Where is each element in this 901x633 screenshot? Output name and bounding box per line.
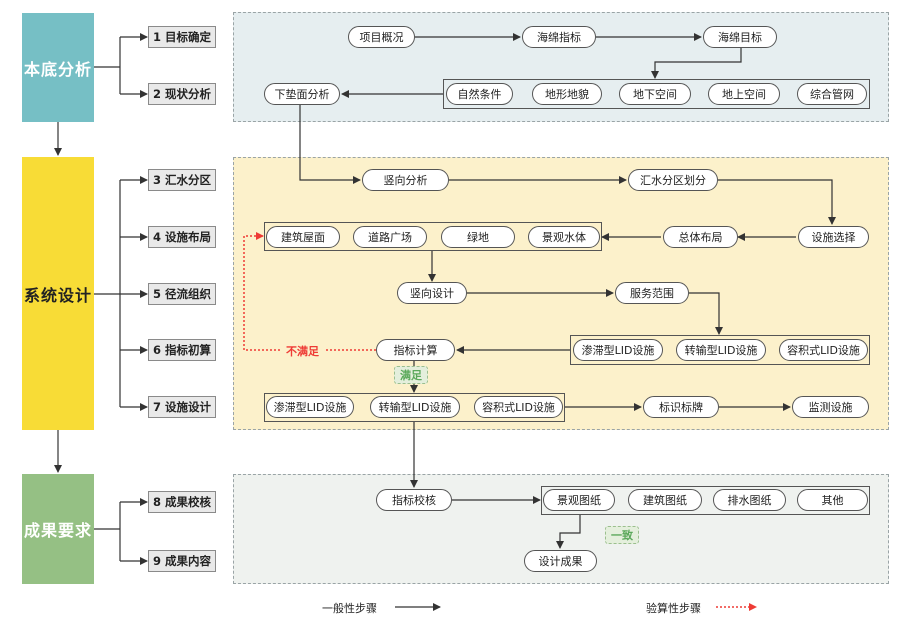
group-lid-facilities bbox=[264, 393, 565, 422]
group-lid-facilities-top bbox=[570, 335, 870, 365]
node-aboveground-space: 地上空间 bbox=[708, 83, 780, 105]
node-infiltration-lid: 渗滞型LID设施 bbox=[266, 396, 354, 418]
node-design-result: 设计成果 bbox=[524, 550, 597, 572]
node-storage-lid-top: 容积式LID设施 bbox=[779, 339, 868, 361]
step-facility-layout: 4 设施布局 bbox=[148, 226, 216, 248]
node-overall-layout: 总体布局 bbox=[663, 226, 738, 248]
condition-consistent: 一致 bbox=[605, 526, 639, 544]
step-status-analysis: 2 现状分析 bbox=[148, 83, 216, 105]
node-green-space: 绿地 bbox=[441, 226, 515, 248]
node-transfer-lid-top: 转输型LID设施 bbox=[676, 339, 766, 361]
node-monitoring: 监测设施 bbox=[792, 396, 869, 418]
category-base: 本底分析 bbox=[22, 13, 94, 122]
node-vertical-analysis: 竖向分析 bbox=[362, 169, 449, 191]
node-road-square: 道路广场 bbox=[353, 226, 427, 248]
node-landscape-water: 景观水体 bbox=[528, 226, 600, 248]
node-transfer-lid: 转输型LID设施 bbox=[370, 396, 460, 418]
node-index-calculation: 指标计算 bbox=[376, 339, 455, 361]
condition-unsatisfied: 不满足 bbox=[281, 343, 324, 359]
legend-check-step: 验算性步骤 bbox=[646, 602, 701, 615]
node-others: 其他 bbox=[797, 489, 868, 511]
step-goal-determination: 1 目标确定 bbox=[148, 26, 216, 48]
node-landscape-drawing: 景观图纸 bbox=[543, 489, 615, 511]
node-topography: 地形地貌 bbox=[532, 83, 602, 105]
node-drainage-drawing: 排水图纸 bbox=[713, 489, 786, 511]
step-result-check: 8 成果校核 bbox=[148, 491, 216, 513]
node-storage-lid: 容积式LID设施 bbox=[474, 396, 563, 418]
group-site-conditions bbox=[443, 79, 870, 109]
legend-general-step: 一般性步骤 bbox=[322, 602, 377, 615]
node-infiltration-lid-top: 渗滞型LID设施 bbox=[573, 339, 663, 361]
node-sponge-goal: 海绵目标 bbox=[703, 26, 777, 48]
category-result: 成果要求 bbox=[22, 474, 94, 584]
category-design: 系统设计 bbox=[22, 157, 94, 430]
group-surface-types bbox=[264, 222, 602, 251]
node-utility-network: 综合管网 bbox=[797, 83, 867, 105]
node-natural-conditions: 自然条件 bbox=[446, 83, 513, 105]
step-runoff-organization: 5 径流组织 bbox=[148, 283, 216, 305]
region-design bbox=[233, 157, 889, 430]
step-index-estimate: 6 指标初算 bbox=[148, 339, 216, 361]
node-building-roof: 建筑屋面 bbox=[266, 226, 340, 248]
node-index-check: 指标校核 bbox=[376, 489, 452, 511]
node-project-overview: 项目概况 bbox=[348, 26, 415, 48]
node-signage: 标识标牌 bbox=[643, 396, 719, 418]
node-facility-selection: 设施选择 bbox=[798, 226, 869, 248]
node-vertical-design: 竖向设计 bbox=[397, 282, 467, 304]
group-drawings bbox=[541, 486, 870, 515]
step-facility-design: 7 设施设计 bbox=[148, 396, 216, 418]
step-result-content: 9 成果内容 bbox=[148, 550, 216, 572]
node-sponge-index: 海绵指标 bbox=[522, 26, 596, 48]
node-catchment-division: 汇水分区划分 bbox=[628, 169, 718, 191]
step-catchment-zoning: 3 汇水分区 bbox=[148, 169, 216, 191]
node-service-scope: 服务范围 bbox=[615, 282, 689, 304]
node-underlying-surface: 下垫面分析 bbox=[264, 83, 340, 105]
node-architecture-drawing: 建筑图纸 bbox=[628, 489, 702, 511]
node-underground-space: 地下空间 bbox=[619, 83, 691, 105]
condition-satisfied: 满足 bbox=[394, 366, 428, 384]
